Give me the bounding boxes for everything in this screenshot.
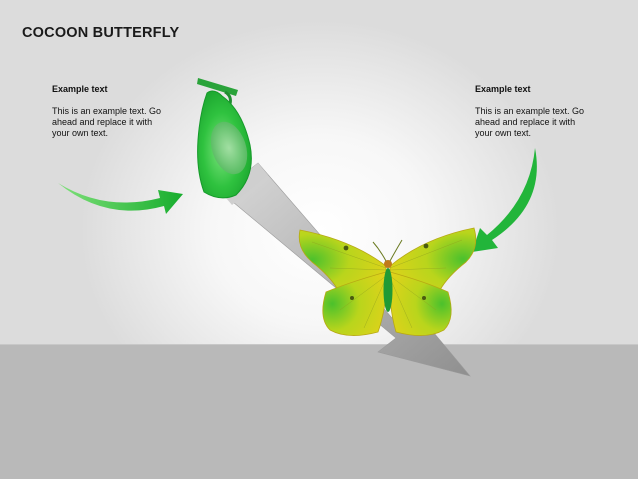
cocoon-icon: [197, 78, 252, 199]
right-text-block: Example text This is an example text. Go…: [475, 84, 595, 139]
left-body: This is an example text. Go ahead and re…: [52, 106, 162, 138]
page-title: COCOON BUTTERFLY: [22, 25, 180, 41]
right-curved-arrow-icon: [472, 148, 537, 252]
left-text-block: Example text This is an example text. Go…: [52, 84, 172, 139]
right-heading: Example text: [475, 84, 531, 94]
left-curved-arrow-icon: [58, 183, 183, 214]
floor-plane: [0, 344, 638, 479]
left-heading: Example text: [52, 84, 108, 94]
right-body: This is an example text. Go ahead and re…: [475, 106, 585, 138]
butterfly-icon: [298, 227, 477, 336]
